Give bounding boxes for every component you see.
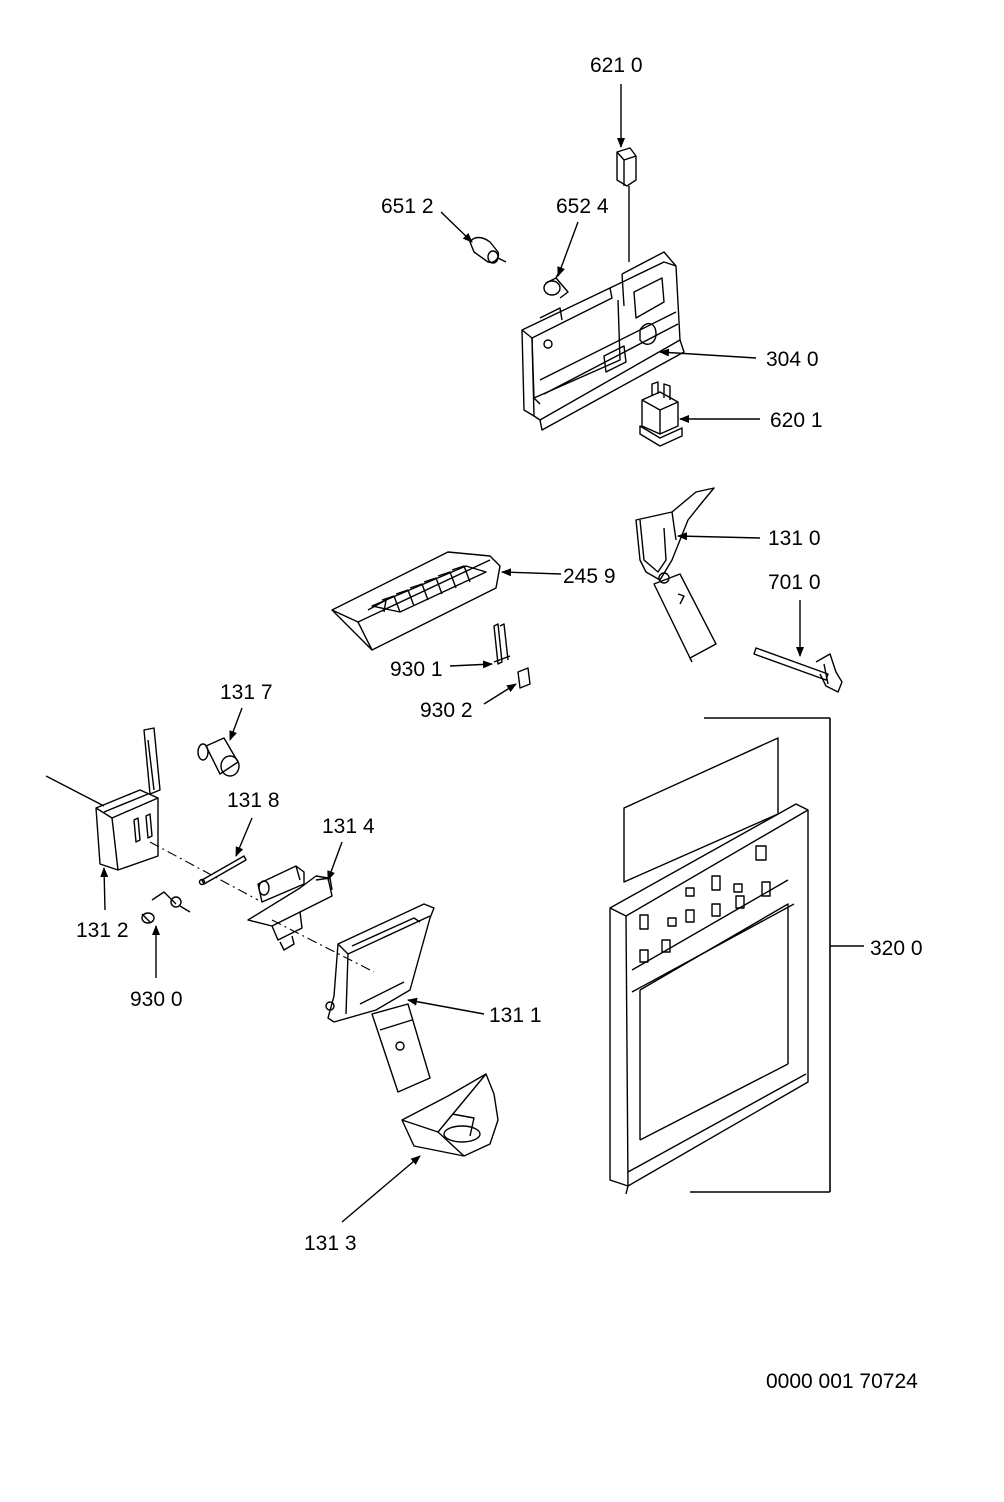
part-652-4: [543, 269, 569, 299]
callout-652-4: 652 4: [556, 195, 609, 218]
part-701-0: [753, 647, 843, 693]
part-304-0: [521, 251, 685, 431]
alignment-lines: [149, 841, 375, 973]
part-131-8: [198, 855, 247, 886]
callout-131-3: 131 3: [304, 1232, 357, 1255]
callout-701-0: 701 0: [768, 571, 821, 594]
callout-621-0: 621 0: [590, 54, 643, 77]
callout-131-4: 131 4: [322, 815, 375, 838]
leader-arrows: [100, 84, 864, 1223]
callout-930-0: 930 0: [130, 988, 183, 1011]
part-131-0: [635, 487, 717, 663]
callout-620-1: 620 1: [770, 409, 823, 432]
callout-320-0: 320 0: [870, 937, 923, 960]
part-131-7: [197, 737, 240, 777]
part-621-0: [616, 147, 637, 262]
callout-245-9: 245 9: [563, 565, 616, 588]
part-131-1: [325, 903, 435, 1093]
part-930-0: [141, 891, 191, 924]
part-131-2: [45, 727, 161, 871]
callout-930-2: 930 2: [420, 699, 473, 722]
part-930-2: [517, 667, 531, 689]
callout-930-1: 930 1: [390, 658, 443, 681]
callout-651-2: 651 2: [381, 195, 434, 218]
part-930-1: [493, 623, 511, 665]
part-620-1: [639, 381, 683, 447]
callout-131-7: 131 7: [220, 681, 273, 704]
callout-131-0: 131 0: [768, 527, 821, 550]
callout-131-1: 131 1: [489, 1004, 542, 1027]
callout-131-2: 131 2: [76, 919, 129, 942]
part-131-3: [401, 1073, 499, 1157]
part-651-2: [469, 236, 507, 264]
part-245-9: [331, 551, 501, 651]
callout-304-0: 304 0: [766, 348, 819, 371]
part-131-4: [247, 865, 333, 951]
document-number: 0000 001 70724: [766, 1370, 918, 1393]
part-320-0: [609, 717, 831, 1195]
callout-131-8: 131 8: [227, 789, 280, 812]
